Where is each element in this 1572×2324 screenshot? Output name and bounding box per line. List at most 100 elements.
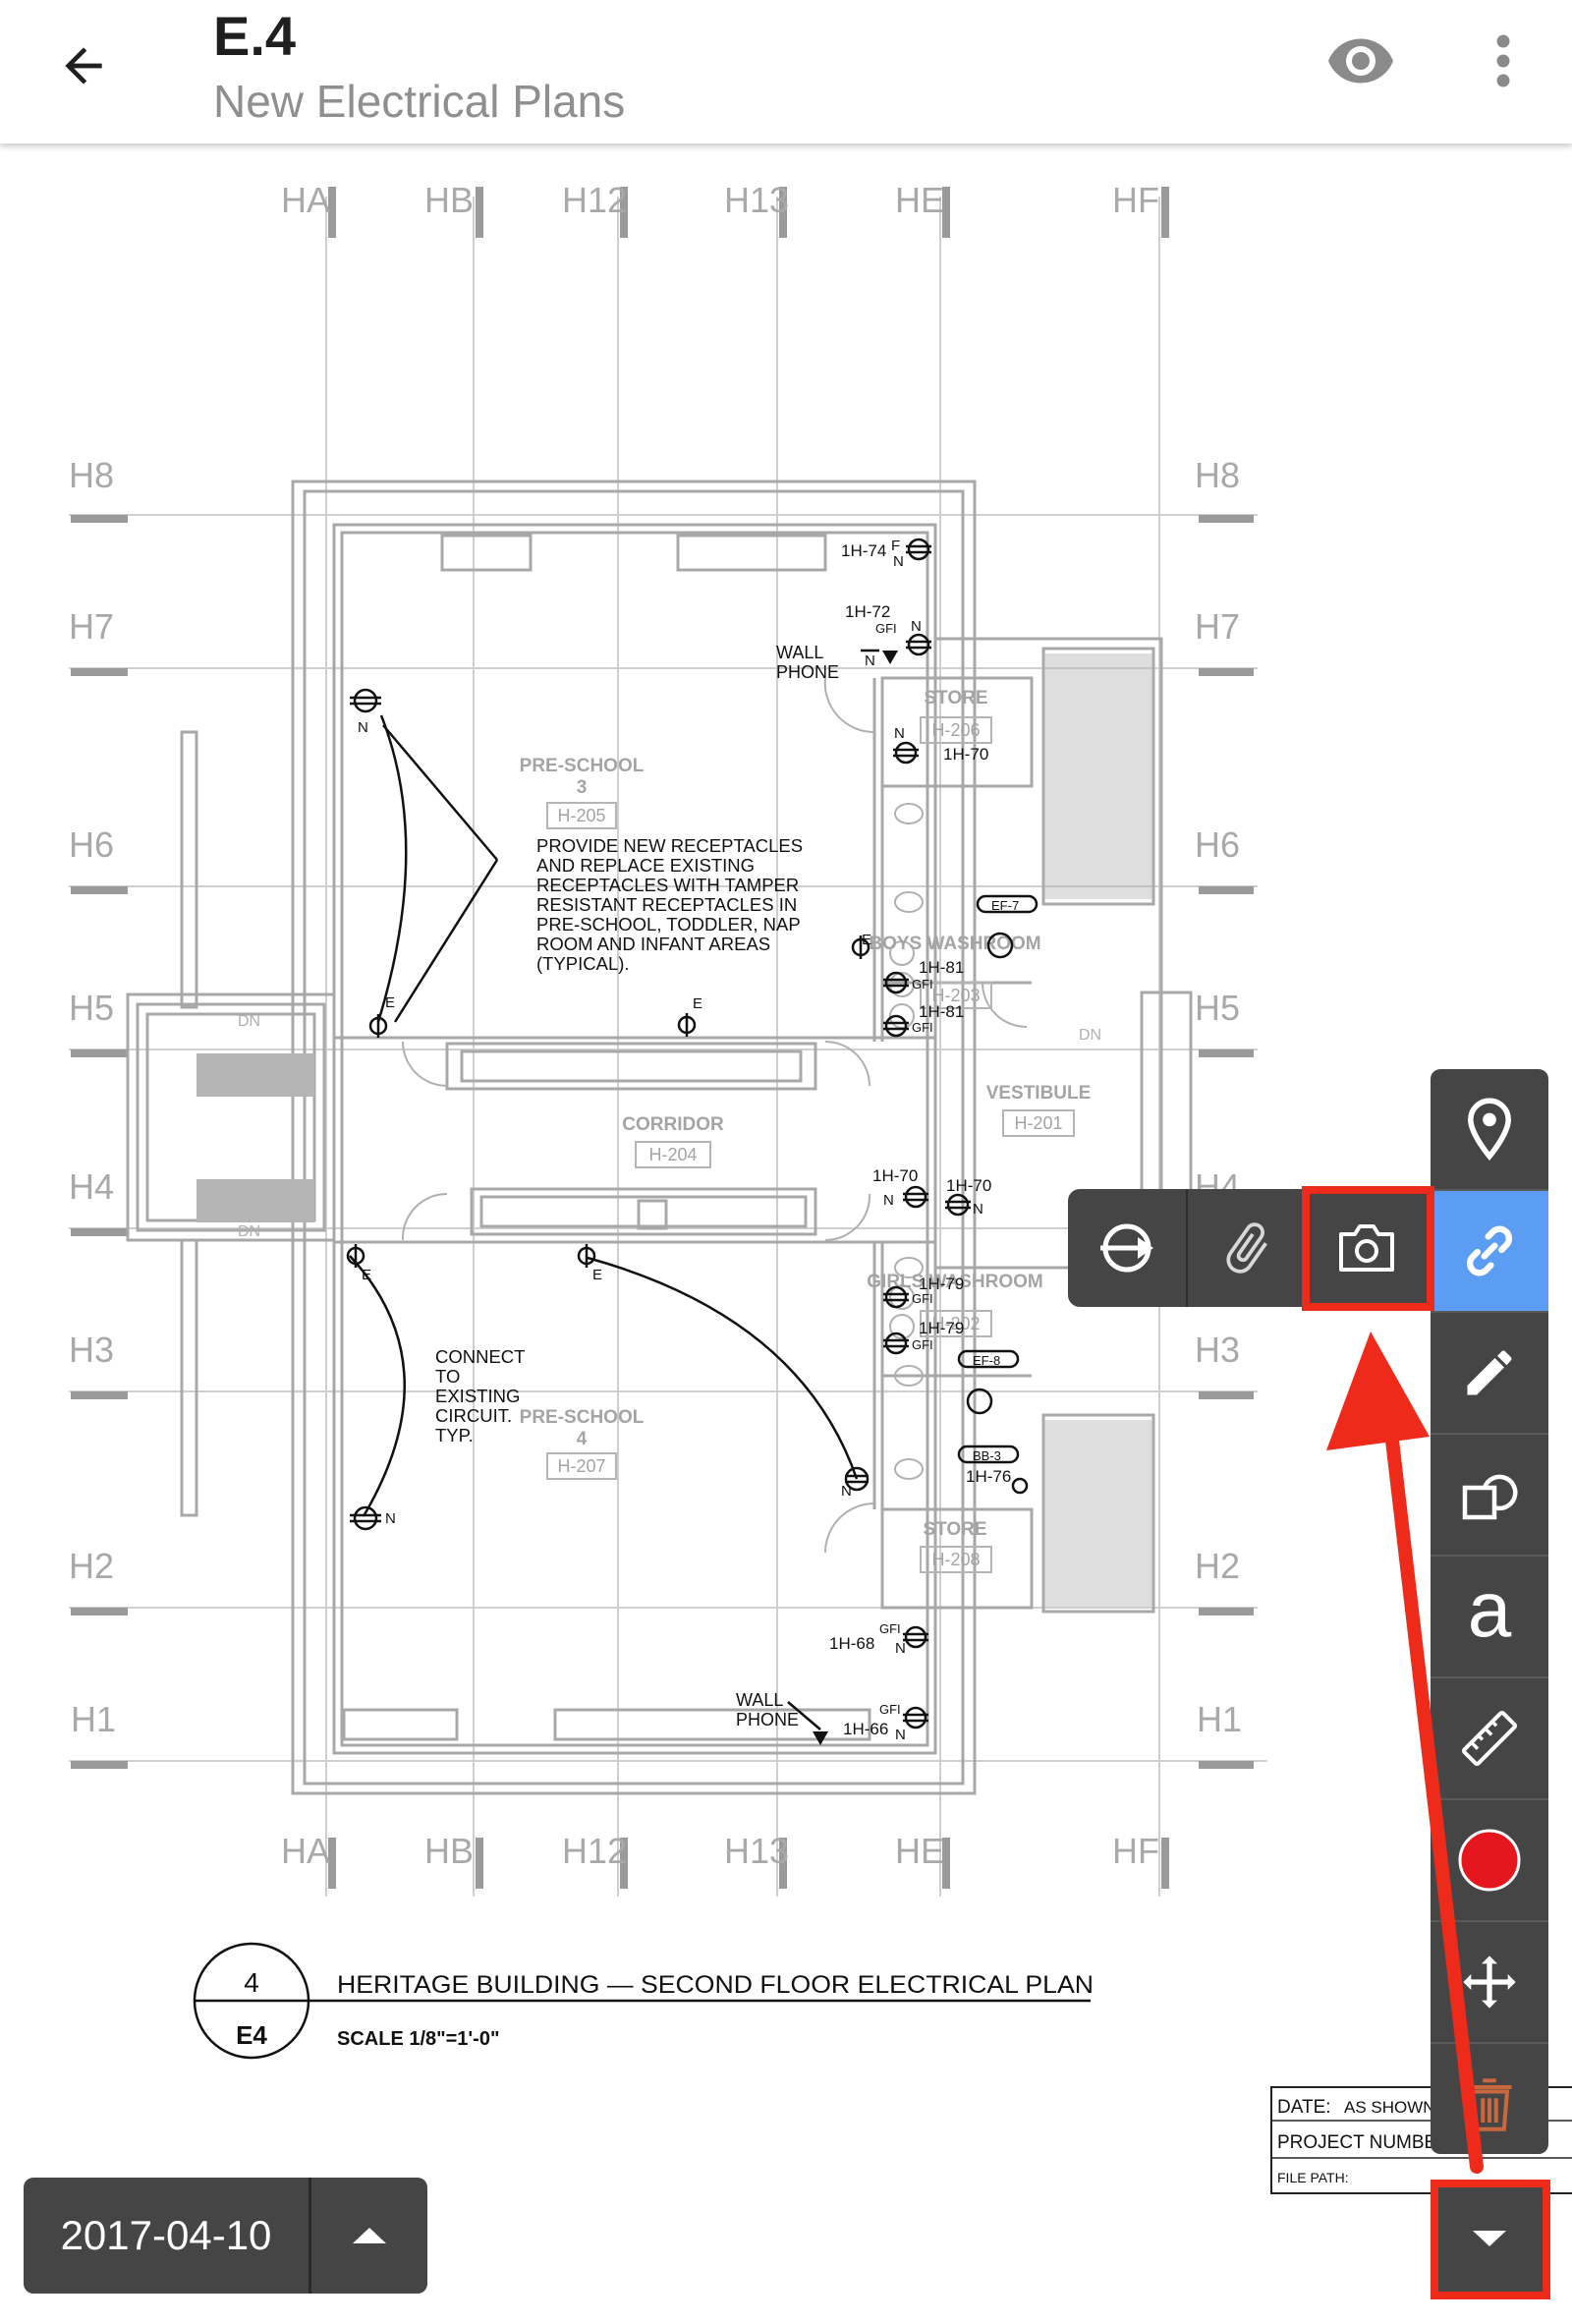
room-tag-h201: H-201: [1014, 1113, 1062, 1133]
grid-label-h7-left: H7: [69, 606, 114, 647]
link-icon: [1466, 1225, 1513, 1276]
link-target-icon: [1100, 1223, 1153, 1273]
svg-text:DN: DN: [238, 1013, 260, 1030]
pencil-icon: [1467, 1350, 1512, 1395]
svg-text:N: N: [865, 652, 875, 669]
svg-text:1H-70: 1H-70: [943, 745, 988, 764]
circuit-wiring: [349, 649, 879, 1730]
tool-shapes[interactable]: [1431, 1435, 1548, 1557]
svg-text:N: N: [385, 1510, 396, 1527]
camera-icon: [1339, 1224, 1394, 1272]
collapse-toolbar-button[interactable]: [1431, 2180, 1548, 2297]
general-note-receptacles: PROVIDE NEW RECEPTACLES AND REPLACE EXIS…: [536, 835, 803, 974]
row-grid-lines: [69, 514, 1267, 1762]
svg-text:N: N: [973, 1201, 983, 1218]
svg-text:N: N: [883, 1192, 894, 1209]
drawing-canvas[interactable]: HA HB H12 H13 HE HF HA HB H12 H13 HE HF: [0, 143, 1572, 2324]
room-tags: H-205 H-206 H-203 H-204 H-201 H-202 H-20…: [557, 720, 1062, 1569]
phone-symbols: [813, 651, 898, 1745]
attachment-button[interactable]: [1188, 1189, 1306, 1307]
svg-text:1H-74: 1H-74: [841, 541, 886, 560]
grid-label-h3-right: H3: [1195, 1330, 1240, 1370]
link-options-toolbar: [1068, 1189, 1433, 1307]
grid-label-hf-bottom: HF: [1112, 1831, 1159, 1871]
tool-pin[interactable]: [1431, 1069, 1548, 1191]
back-button[interactable]: [39, 22, 128, 110]
grid-label-h13-bottom: H13: [724, 1831, 789, 1871]
grid-label-h7-right: H7: [1195, 606, 1240, 647]
link-target-button[interactable]: [1068, 1189, 1186, 1307]
grid-label-h6-right: H6: [1195, 824, 1240, 865]
tool-measure[interactable]: [1431, 1678, 1548, 1800]
tool-pen[interactable]: [1431, 1313, 1548, 1435]
svg-text:N: N: [911, 618, 922, 635]
row-grid-labels: H8 H8 H7 H7 H6 H6 H5 H5 H4 H4 H3 H3 H2 H…: [69, 455, 1242, 1739]
revision-date-label[interactable]: 2017-04-10: [60, 2212, 272, 2258]
detail-number: 4: [244, 1967, 259, 1998]
svg-text:CIRCUIT.: CIRCUIT.: [435, 1405, 512, 1426]
svg-text:WALL: WALL: [776, 643, 823, 662]
paperclip-icon: [1226, 1222, 1267, 1274]
arrow-left-icon: [65, 47, 102, 85]
plan-title: HERITAGE BUILDING — SECOND FLOOR ELECTRI…: [337, 1971, 1094, 1999]
grid-label-ha-bottom: HA: [281, 1831, 330, 1871]
map-pin-icon: [1468, 1098, 1511, 1161]
room-name-girls-washroom: GIRLS WASHROOM: [867, 1272, 1042, 1292]
svg-text:EF-7: EF-7: [991, 898, 1019, 913]
svg-text:PHONE: PHONE: [776, 662, 839, 682]
room-name-boys-washroom: BOYS WASHROOM: [869, 934, 1040, 954]
tool-move[interactable]: [1431, 1922, 1548, 2044]
row-grid-markers: [71, 515, 1254, 1769]
tool-text[interactable]: a: [1431, 1557, 1548, 1678]
svg-text:E: E: [693, 995, 702, 1012]
ruler-icon: [1461, 1710, 1518, 1767]
svg-text:PHONE: PHONE: [736, 1710, 799, 1729]
grid-label-hb-top: HB: [424, 180, 474, 220]
grid-label-h8-right: H8: [1195, 455, 1240, 495]
tool-link[interactable]: [1431, 1191, 1548, 1313]
text-tool-glyph: a: [1467, 1565, 1512, 1653]
room-name-store-206: STORE: [924, 688, 987, 709]
tool-color[interactable]: [1431, 1800, 1548, 1922]
svg-text:E: E: [385, 994, 395, 1011]
stair-hatching: [196, 653, 1153, 1607]
svg-text:E: E: [592, 1267, 602, 1283]
circuit-labels: 1H-74 1H-72 1H-70 1H-81 1H-81 1H-70 1H-7…: [829, 541, 1019, 1738]
wall-phone-labels: WALL PHONE WALL PHONE: [736, 643, 839, 1729]
svg-text:GFI: GFI: [879, 1702, 901, 1717]
room-tag-h203: H-203: [931, 986, 980, 1005]
room-tag-h207: H-207: [557, 1456, 605, 1476]
svg-text:1H-70: 1H-70: [872, 1166, 918, 1185]
shapes-icon: [1462, 1474, 1518, 1520]
room-tag-boxes: [546, 716, 1075, 1573]
visibility-button[interactable]: [1317, 22, 1405, 100]
app-bar: E.4 New Electrical Plans: [0, 0, 1572, 143]
svg-text:GFI: GFI: [879, 1621, 901, 1636]
room-name-preschool-4: PRE-SCHOOL: [520, 1407, 645, 1428]
file-path-label: FILE PATH:: [1277, 2170, 1349, 2185]
grid-label-h3-left: H3: [69, 1330, 114, 1370]
revision-expand-button[interactable]: [311, 2178, 427, 2294]
svg-text:WALL: WALL: [736, 1690, 783, 1710]
trash-icon: [1467, 2078, 1512, 2131]
grid-label-h4-left: H4: [69, 1166, 114, 1207]
grid-label-h6-left: H6: [69, 824, 114, 865]
svg-text:1H-72: 1H-72: [845, 602, 890, 621]
more-options-button[interactable]: [1474, 22, 1533, 100]
svg-text:E: E: [862, 932, 871, 948]
svg-text:PRE-SCHOOL, TODDLER, NAP: PRE-SCHOOL, TODDLER, NAP: [536, 914, 801, 935]
grid-label-h12-top: H12: [562, 180, 627, 220]
column-grid-lines: [325, 197, 1160, 1897]
tool-delete[interactable]: [1431, 2044, 1548, 2154]
column-grid-labels: HA HB H12 H13 HE HF HA HB H12 H13 HE HF: [281, 180, 1159, 1871]
svg-text:N: N: [895, 1640, 906, 1657]
grid-label-h2-right: H2: [1195, 1546, 1240, 1586]
camera-button[interactable]: [1308, 1189, 1426, 1307]
grid-label-h1-right: H1: [1197, 1699, 1242, 1739]
svg-text:EF-8: EF-8: [973, 1353, 1000, 1368]
svg-text:1H-68: 1H-68: [829, 1634, 874, 1653]
svg-text:GFI: GFI: [875, 621, 897, 636]
svg-text:1H-81: 1H-81: [919, 1002, 964, 1021]
room-name-vestibule: VESTIBULE: [986, 1083, 1092, 1104]
